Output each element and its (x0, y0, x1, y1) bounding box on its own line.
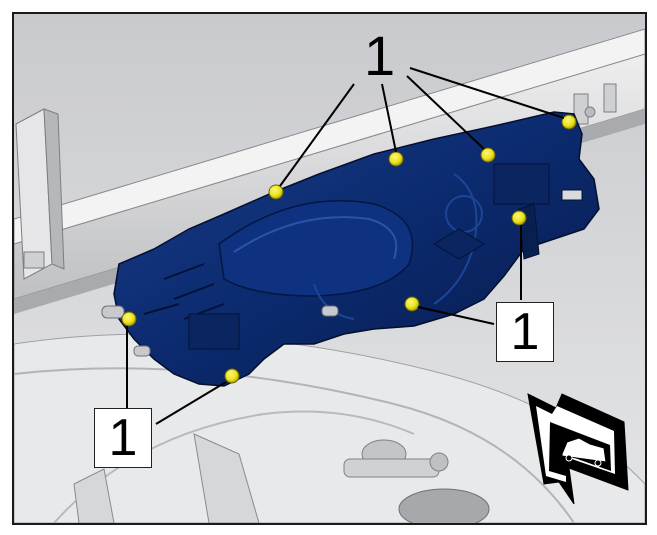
diagram-frame: 1 1 1 (12, 12, 647, 525)
door-contour-line (14, 367, 575, 523)
callout-label-left: 1 (94, 408, 152, 468)
fastener (480, 147, 496, 163)
fastener (404, 296, 420, 312)
fastener (511, 210, 527, 226)
fastener (224, 368, 240, 384)
left-bracket-side (43, 108, 65, 270)
upper-rail-top (14, 28, 645, 245)
lower-linkage (73, 433, 490, 523)
rail-clips (23, 83, 617, 269)
door-handle-mechanism (101, 111, 600, 387)
vehicle-forward-direction-icon (527, 393, 629, 505)
leader-lines (126, 67, 565, 425)
handle-recess (218, 200, 414, 297)
callout-label-right: 1 (496, 302, 554, 362)
fastener (121, 311, 137, 327)
fastener (561, 114, 577, 130)
fastener (388, 151, 404, 167)
fasteners (121, 114, 577, 384)
fastener (268, 184, 284, 200)
callout-label-top: 1 (364, 24, 396, 87)
door-handle-diagram (14, 14, 645, 523)
